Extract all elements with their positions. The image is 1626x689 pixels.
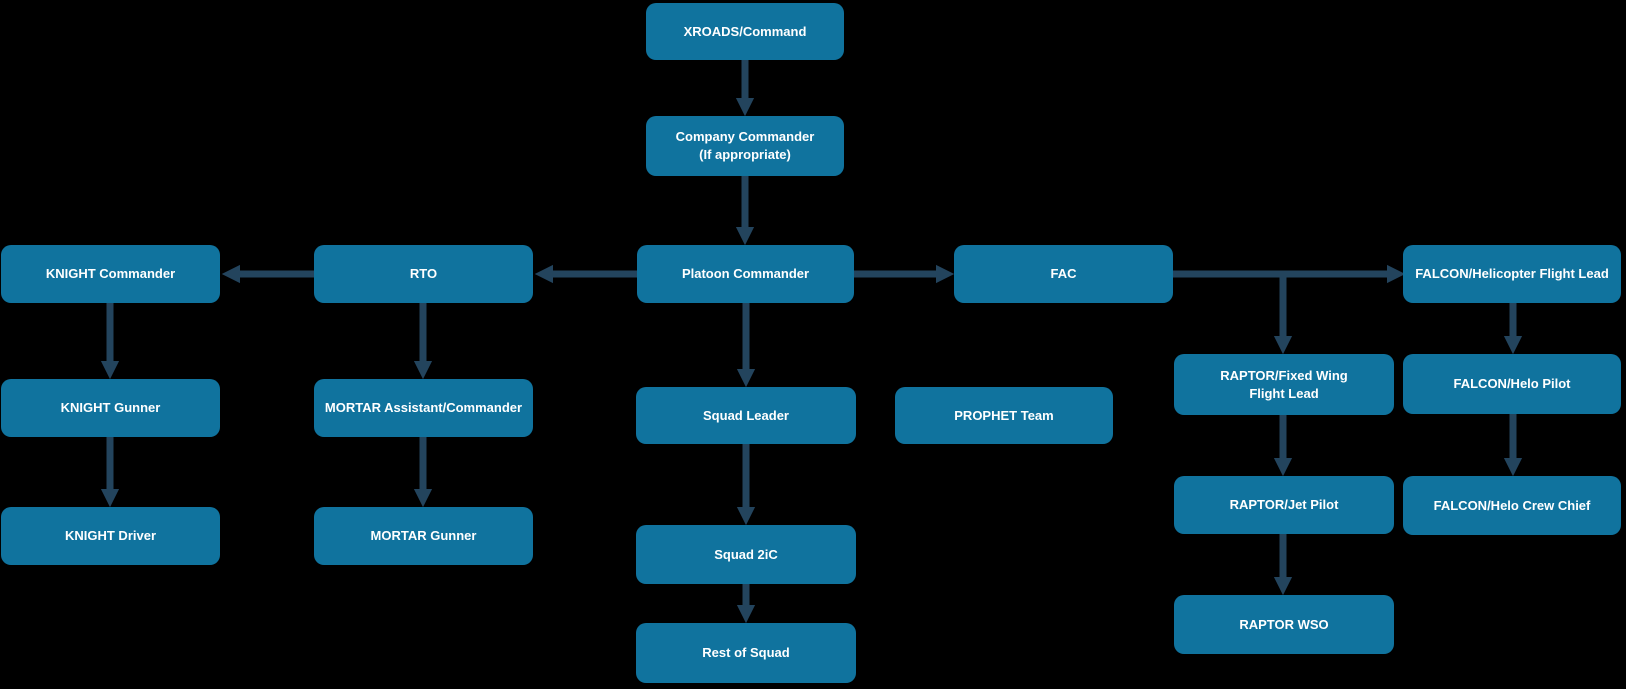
node-knight-gunner: KNIGHT Gunner <box>1 379 220 437</box>
node-prophet-team: PROPHET Team <box>895 387 1113 444</box>
node-xroads-command: XROADS/Command <box>646 3 844 60</box>
node-raptor-jet-pilot: RAPTOR/Jet Pilot <box>1174 476 1394 534</box>
node-mortar-assistant-commander: MORTAR Assistant/Commander <box>314 379 533 437</box>
node-knight-commander: KNIGHT Commander <box>1 245 220 303</box>
node-mortar-gunner: MORTAR Gunner <box>314 507 533 565</box>
node-squad-2ic: Squad 2iC <box>636 525 856 584</box>
node-raptor-wso: RAPTOR WSO <box>1174 595 1394 654</box>
node-falcon-helicopter-flight-lead: FALCON/Helicopter Flight Lead <box>1403 245 1621 303</box>
node-falcon-helo-pilot: FALCON/Helo Pilot <box>1403 354 1621 414</box>
node-raptor-fixed-wing-flight-lead: RAPTOR/Fixed Wing Flight Lead <box>1174 354 1394 415</box>
node-company-commander: Company Commander (If appropriate) <box>646 116 844 176</box>
node-squad-leader: Squad Leader <box>636 387 856 444</box>
node-platoon-commander: Platoon Commander <box>637 245 854 303</box>
node-rto: RTO <box>314 245 533 303</box>
node-knight-driver: KNIGHT Driver <box>1 507 220 565</box>
node-falcon-helo-crew-chief: FALCON/Helo Crew Chief <box>1403 476 1621 535</box>
node-fac: FAC <box>954 245 1173 303</box>
node-rest-of-squad: Rest of Squad <box>636 623 856 683</box>
